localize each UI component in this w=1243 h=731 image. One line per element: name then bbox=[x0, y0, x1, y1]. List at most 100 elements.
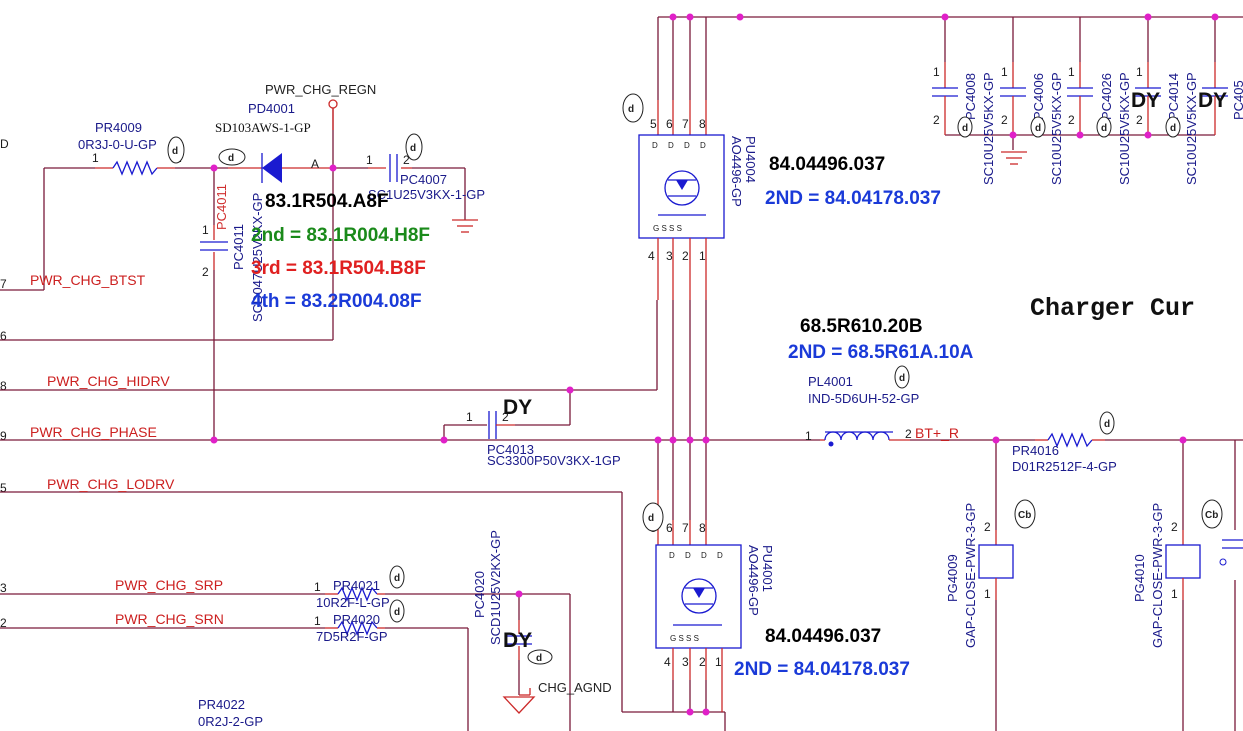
svg-text:d: d bbox=[1170, 123, 1176, 134]
svg-text:d: d bbox=[1101, 123, 1107, 134]
pu4004-pin7: 7 bbox=[682, 117, 689, 131]
svg-text:d: d bbox=[410, 143, 416, 154]
pu4001-mark-d3: D bbox=[701, 551, 707, 560]
left-pin-2: 2 bbox=[0, 616, 7, 630]
pu4001-pin8: 8 bbox=[699, 521, 706, 535]
left-pin-9: 9 bbox=[0, 429, 7, 443]
cap-pc4020[interactable]: PC4020 SCD1U25V2KX-GP bbox=[472, 530, 532, 660]
badge-pc4020: d bbox=[527, 649, 553, 665]
pu4004-pin4: 4 bbox=[648, 249, 655, 263]
pr4021-pin1: 1 bbox=[314, 580, 321, 594]
pr4022-value: 0R2J-2-GP bbox=[198, 714, 263, 729]
pr4016-value: D01R2512F-4-GP bbox=[1012, 459, 1117, 474]
pu4001-pin4: 4 bbox=[664, 655, 671, 669]
left-pin-5: 5 bbox=[0, 481, 7, 495]
pc4007-value: SC1U25V3KX-1-GP bbox=[368, 187, 485, 202]
pn-ind-main: 68.5R610.20B bbox=[800, 316, 923, 337]
pn-mos-lo-main: 84.04496.037 bbox=[765, 626, 881, 647]
badge-pr4009: d bbox=[167, 136, 185, 164]
cap-pc4011[interactable]: 1 2 PC4011 PC4011 SCD047U25V2KX-GP bbox=[200, 184, 265, 322]
pr4016-ref: PR4016 bbox=[1012, 443, 1059, 458]
wires bbox=[0, 16, 1243, 731]
pn-diode-4th: 4th = 83.2R004.08F bbox=[251, 291, 422, 312]
cap-pc4013[interactable]: 1 2 PC4013 SC3300P50V3KX-1GP bbox=[466, 410, 621, 468]
pu4004-pin2: 2 bbox=[682, 249, 689, 263]
pc4006-pin1: 1 bbox=[1001, 65, 1008, 79]
ground-symbol-caps bbox=[1001, 151, 1027, 165]
net-bt-plus-r: BT+_R bbox=[915, 425, 959, 441]
inductor-pl4001[interactable]: 1 2 PL4001 IND-5D6UH-52-GP bbox=[805, 374, 919, 447]
svg-text:d: d bbox=[648, 513, 654, 524]
cap-pc4026[interactable]: 1 2 PC4026 SC10U25V5KX-GP bbox=[1067, 62, 1132, 185]
pu4004-mark-d4: D bbox=[700, 141, 706, 150]
dy-mark-1: DY bbox=[1131, 89, 1160, 112]
regn-port: PWR_CHG_REGN bbox=[265, 82, 376, 130]
cap-pc4006[interactable]: 1 2 PC4006 SC10U25V5KX-GP bbox=[1000, 62, 1064, 185]
ground-symbol-pc4007 bbox=[452, 219, 478, 233]
dy-mark-2: DY bbox=[1198, 89, 1227, 112]
gap-pg4009[interactable]: 2 1 PG4009 GAP-CLOSE-PWR-3-GP bbox=[945, 503, 1014, 648]
badge-pl4001: d bbox=[894, 365, 910, 389]
pr4020-ref: PR4020 bbox=[333, 612, 380, 627]
badge-pd4001: d bbox=[218, 148, 246, 166]
svg-text:d: d bbox=[1035, 123, 1041, 134]
pu4004-mark-d2: D bbox=[668, 141, 674, 150]
left-pin-8: 8 bbox=[0, 379, 7, 393]
mosfet-pu4004[interactable]: 5 6 7 8 D D D D G S S S 4 3 2 1 PU4004 A… bbox=[638, 100, 758, 300]
pc4013-ref: PC4013 bbox=[487, 442, 534, 457]
pc4005-ref: PC405 bbox=[1231, 80, 1243, 120]
pc4006-value: SC10U25V5KX-GP bbox=[1049, 72, 1064, 185]
resistor-pr4009[interactable]: PR4009 0R3J-0-U-GP 1 2 bbox=[78, 120, 182, 176]
pn-mos-hi-main: 84.04496.037 bbox=[769, 154, 885, 175]
pd4001-anode: A bbox=[311, 157, 319, 171]
resistor-pr4020[interactable]: 1 PR4020 7D5R2F-GP bbox=[314, 612, 388, 644]
badge-pc4008: d bbox=[957, 116, 973, 138]
badge-pr4021: d bbox=[389, 565, 405, 589]
pc4013-value: SC3300P50V3KX-1GP bbox=[487, 453, 621, 468]
pu4001-mark-gsss: G S S S bbox=[670, 634, 699, 643]
resistor-pr4016[interactable]: PR4016 D01R2512F-4-GP bbox=[1012, 432, 1117, 474]
cap-pc4014[interactable]: 1 2 PC4014 SC10U25V5KX-GP bbox=[1135, 62, 1199, 185]
sheet-title: Charger Cur bbox=[1030, 294, 1195, 323]
pc4006-ref: PC4006 bbox=[1031, 73, 1046, 120]
pn-mos-lo-2nd: 2ND = 84.04178.037 bbox=[734, 659, 910, 680]
pr4020-value: 7D5R2F-GP bbox=[316, 629, 388, 644]
pd4001-value: SD103AWS-1-GP bbox=[215, 120, 311, 135]
pn-diode-3rd: 3rd = 83.1R504.B8F bbox=[251, 258, 426, 279]
svg-text:d: d bbox=[1104, 419, 1110, 430]
pu4004-pin6: 6 bbox=[666, 117, 673, 131]
svg-text:Cb: Cb bbox=[1018, 510, 1031, 521]
pg4010-value: GAP-CLOSE-PWR-3-GP bbox=[1150, 503, 1165, 648]
resistor-pr4021[interactable]: 1 PR4021 10R2F-L-GP bbox=[314, 578, 390, 610]
pc4026-pin1: 1 bbox=[1068, 65, 1075, 79]
pu4004-mark-d1: D bbox=[652, 141, 658, 150]
pg4009-value: GAP-CLOSE-PWR-3-GP bbox=[963, 503, 978, 648]
pc4008-value: SC10U25V5KX-GP bbox=[981, 72, 996, 185]
pu4004-pin8: 8 bbox=[699, 117, 706, 131]
cap-pc4007[interactable]: 1 2 PC4007 SC1U25V3KX-1-GP bbox=[366, 153, 485, 202]
svg-text:d: d bbox=[172, 146, 178, 157]
pc4026-ref: PC4026 bbox=[1099, 73, 1114, 120]
cap-pc4005[interactable]: PC405 bbox=[1202, 62, 1243, 135]
pu4001-mark-d2: D bbox=[685, 551, 691, 560]
pr4009-value: 0R3J-0-U-GP bbox=[78, 137, 157, 152]
pu4001-pin3: 3 bbox=[682, 655, 689, 669]
left-pin-7: 7 bbox=[0, 277, 7, 291]
pu4004-pin5: 5 bbox=[650, 117, 657, 131]
pn-diode-main: 83.1R504.A8F bbox=[265, 191, 389, 212]
pc4008-pin1: 1 bbox=[933, 65, 940, 79]
pc4020-ref: PC4020 bbox=[472, 571, 487, 618]
pu4004-mark-gsss: G S S S bbox=[653, 224, 682, 233]
pu4001-pin1: 1 bbox=[715, 655, 722, 669]
cap-pc4008[interactable]: 1 2 PC4008 SC10U25V5KX-GP bbox=[932, 62, 996, 185]
pc4014-value: SC10U25V5KX-GP bbox=[1184, 72, 1199, 185]
pl4001-ref: PL4001 bbox=[808, 374, 853, 389]
dy-mark-3: DY bbox=[503, 396, 532, 419]
pc4007-pin1: 1 bbox=[366, 153, 373, 167]
pu4001-pin6: 6 bbox=[666, 521, 673, 535]
gap-pg4010[interactable]: 2 1 PG4010 GAP-CLOSE-PWR-3-GP bbox=[1132, 503, 1201, 648]
svg-text:d: d bbox=[536, 653, 542, 664]
net-pwr-chg-phase: PWR_CHG_PHASE bbox=[30, 424, 157, 440]
diode-pd4001[interactable]: PD4001 SD103AWS-1-GP A bbox=[215, 101, 333, 183]
